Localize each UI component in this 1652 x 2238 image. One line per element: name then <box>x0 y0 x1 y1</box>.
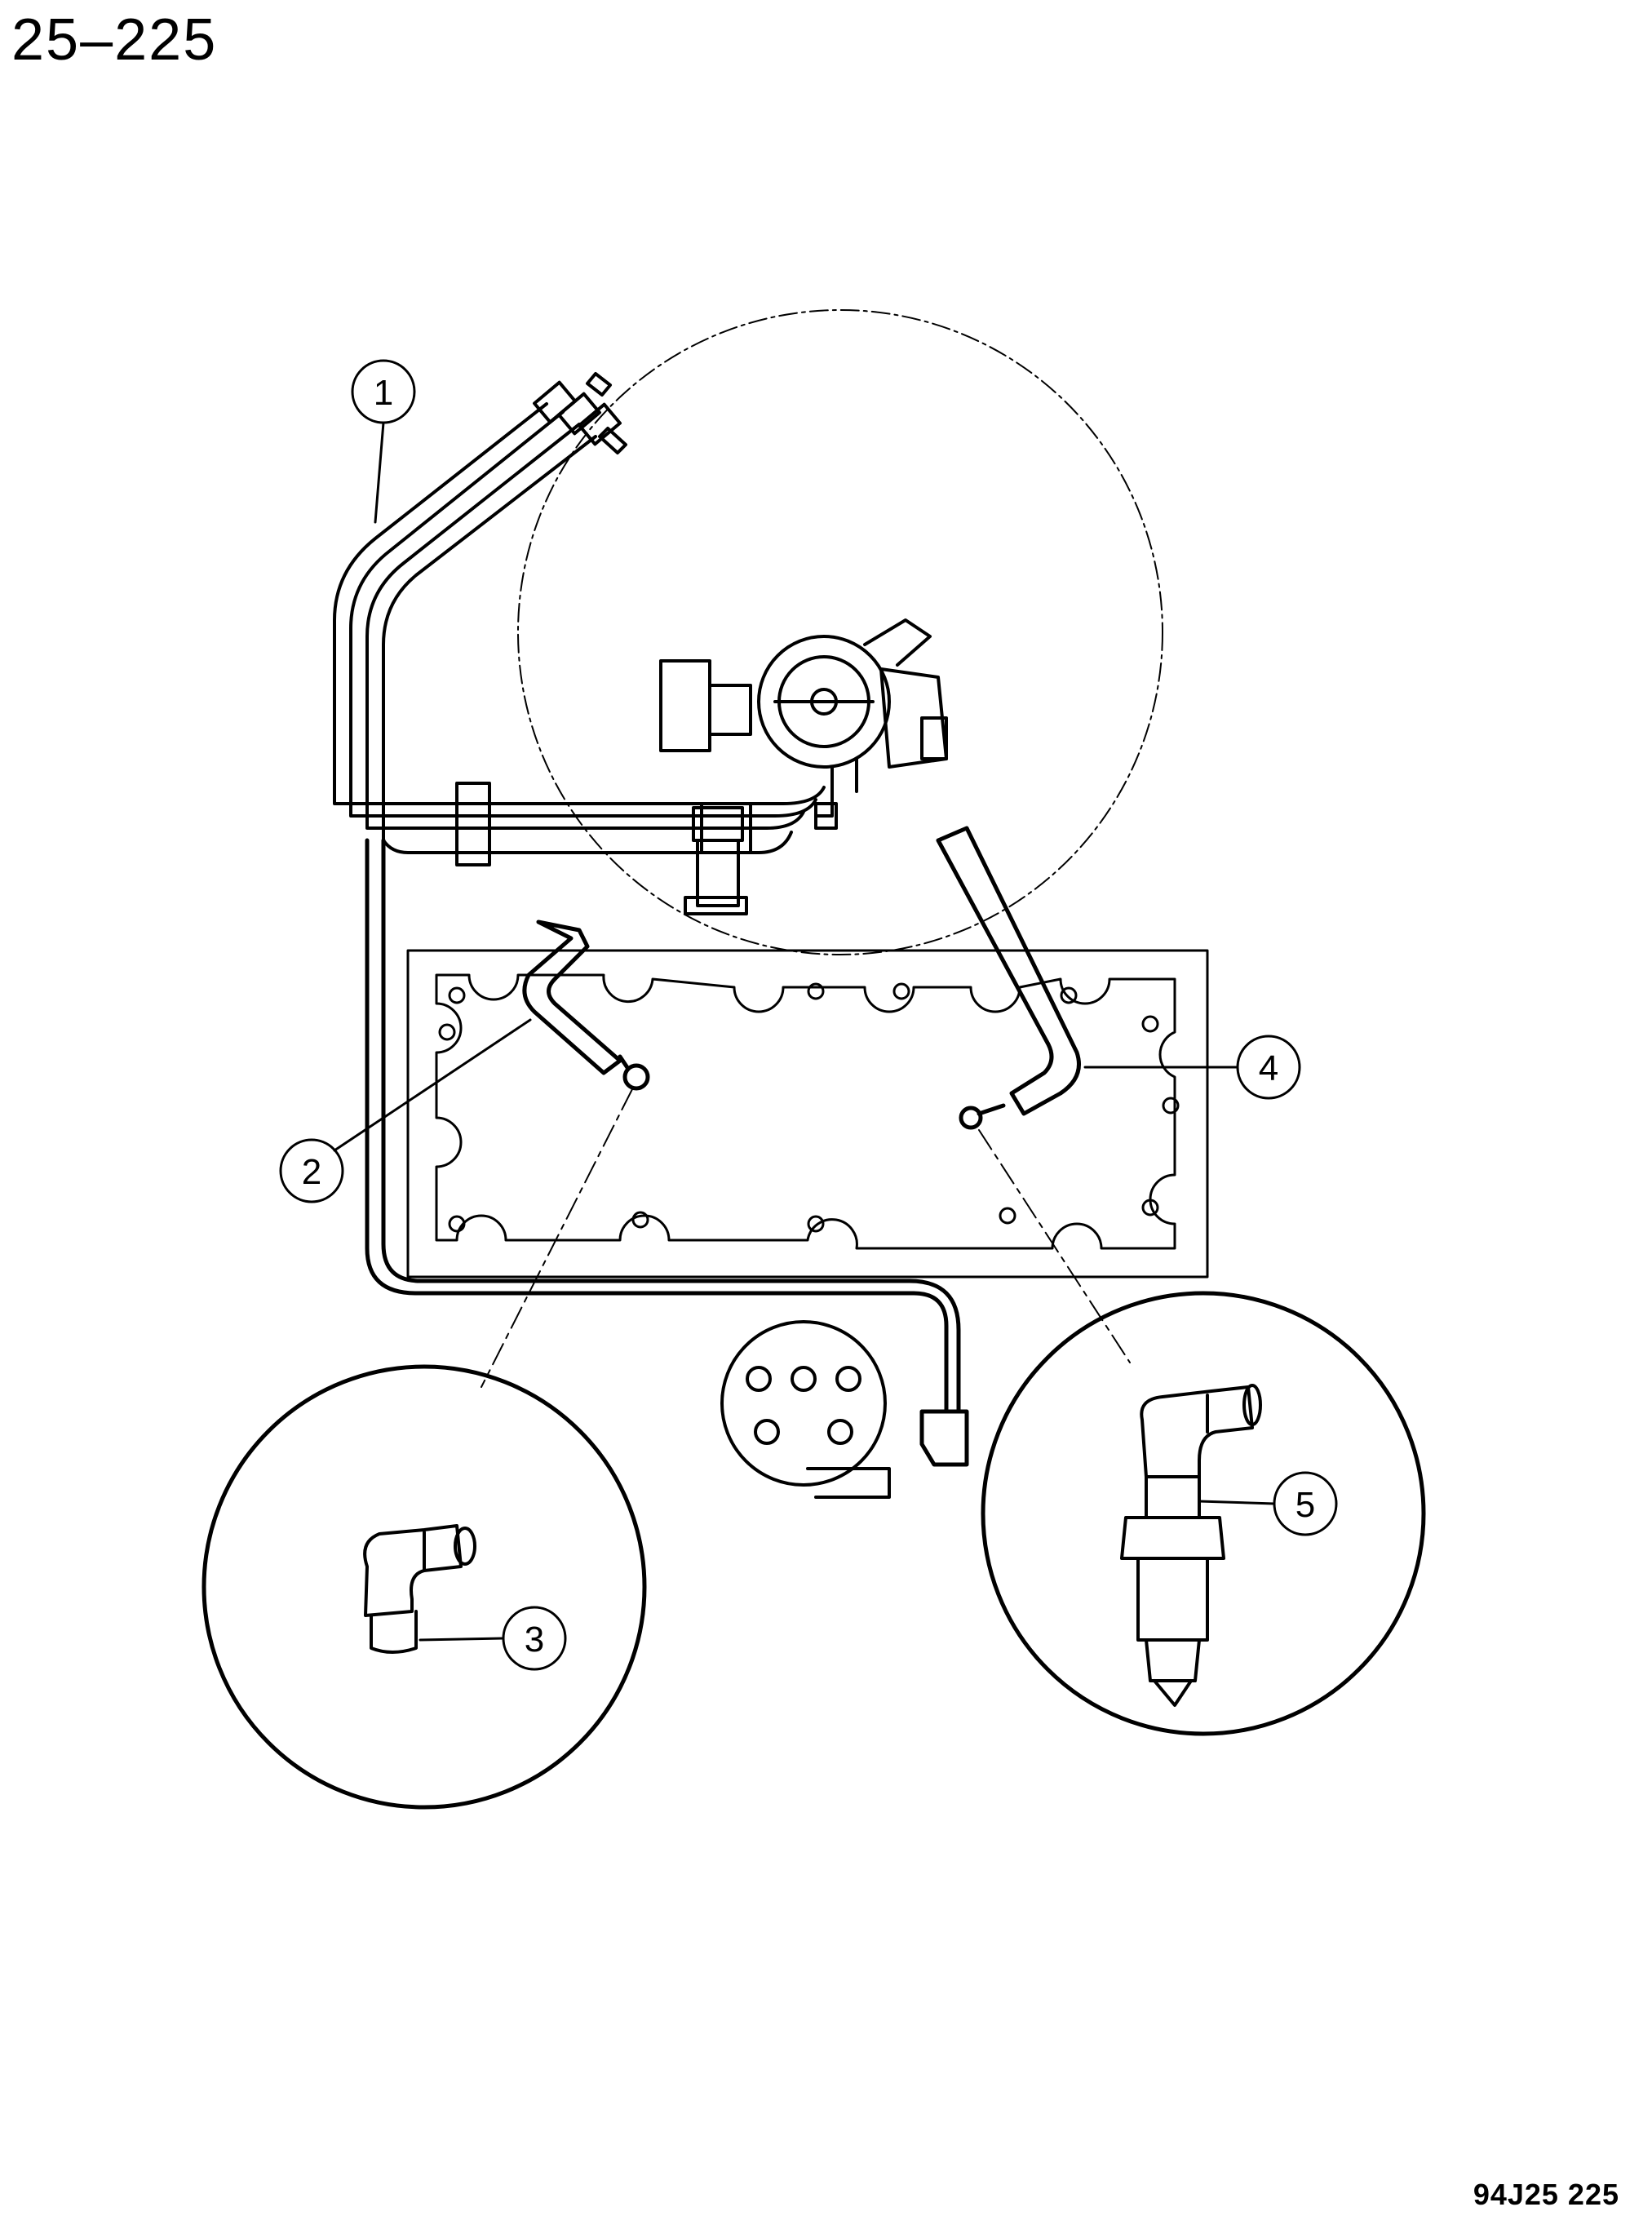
callout-1: 1 <box>351 359 416 524</box>
callout-4: 4 <box>1083 1035 1301 1100</box>
oil-pan-gasket <box>406 949 1209 1279</box>
pcv-valve <box>1120 1384 1262 1707</box>
elbow-fitting <box>363 1524 476 1654</box>
detail-circle-right <box>981 1291 1426 1736</box>
crankshaft-pulley <box>720 1320 891 1499</box>
vacuum-line-lower <box>365 838 969 1467</box>
callout-2: 2 <box>279 1018 532 1203</box>
vacuum-hose-left <box>522 920 650 1091</box>
callout-3: 3 <box>419 1606 567 1671</box>
callout-4-label: 4 <box>1259 1048 1278 1088</box>
detail-circle-left <box>202 1364 647 1810</box>
ignition-cable-bundle <box>333 372 826 866</box>
callout-5: 5 <box>1198 1471 1338 1536</box>
callout-5-label: 5 <box>1295 1485 1315 1525</box>
distributor-assembly <box>659 618 948 830</box>
vacuum-hose-right <box>936 826 1081 1130</box>
page-number: 25–225 <box>11 7 218 73</box>
sensor-module <box>684 806 748 915</box>
callout-2-label: 2 <box>302 1152 321 1192</box>
callout-3-label: 3 <box>525 1620 544 1660</box>
figure-code: 94J25 225 <box>1473 2178 1619 2211</box>
detail-leader-lines <box>481 1088 1131 1388</box>
callout-1-label: 1 <box>374 373 393 413</box>
phantom-flywheel-outline <box>517 309 1163 955</box>
